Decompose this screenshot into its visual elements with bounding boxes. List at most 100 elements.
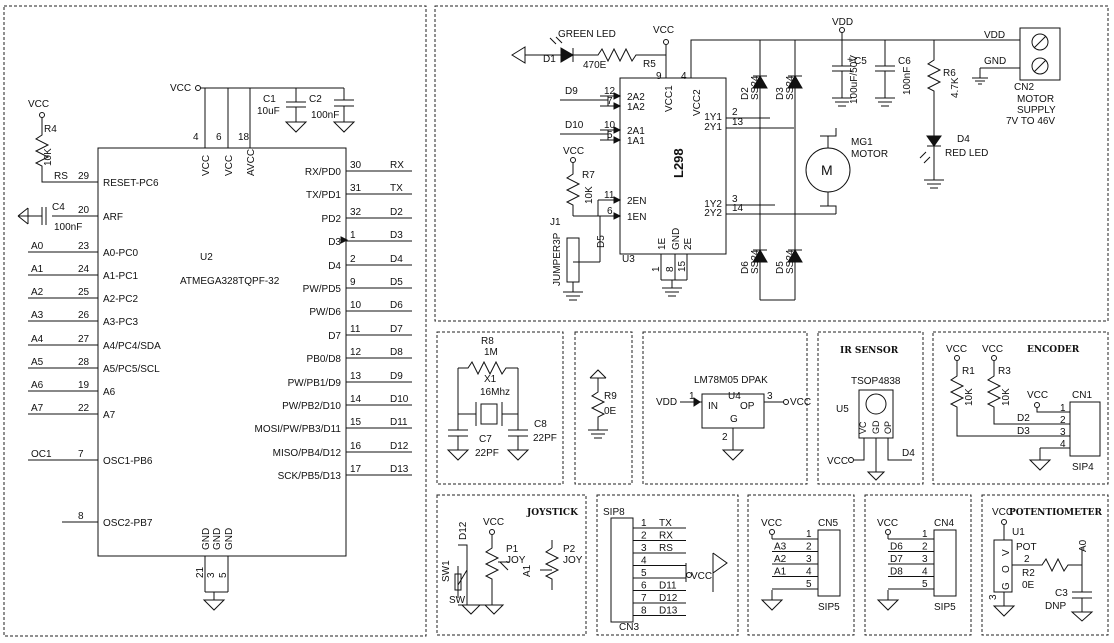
driver-pin-num: 10	[604, 120, 616, 131]
cn3-ref: CN3	[619, 622, 639, 633]
encoder-frame	[932, 331, 1109, 485]
vcc-terminal	[195, 85, 201, 91]
r5-value: 470E	[583, 60, 607, 71]
mcu-right-pin-name: PD2	[322, 214, 342, 225]
sip-pin-net: D8	[890, 567, 903, 578]
r9-frame	[574, 331, 633, 485]
r4-vcc-label: VCC	[28, 99, 49, 110]
mcu-right-net: D7	[390, 324, 403, 335]
jumper-body	[566, 237, 580, 283]
c3-value: DNP	[1045, 601, 1066, 612]
motor-symbol: M	[821, 162, 833, 178]
driver-gnd-num: 15	[677, 260, 688, 272]
c7-value: 22PF	[475, 448, 499, 459]
reg-vdd: VDD	[656, 397, 677, 408]
enc-vcc1: VCC	[946, 344, 967, 355]
d1-ref: D1	[543, 54, 556, 65]
cn3-part: SIP8	[603, 507, 625, 518]
driver-pin-name: 2A2	[627, 92, 645, 103]
cn2-connector	[1019, 27, 1061, 81]
r1-value: 10K	[964, 388, 975, 406]
mcu-right-pin-num: 14	[350, 394, 362, 405]
driver-gnd-num: 1	[651, 266, 662, 272]
r5-ref: R5	[643, 59, 656, 70]
mcu-right-pin-name: SCK/PB5/D13	[278, 471, 342, 482]
regulator-section: LM78M05 DPAK IN OP U4 G VDD 1 3 VCC 2	[656, 375, 811, 461]
pot-net: A0	[1078, 539, 1089, 552]
pot-frame	[981, 494, 1109, 636]
cn4-ref: CN4	[934, 518, 954, 529]
r7-vcc-label: VCC	[563, 146, 584, 157]
reg-pin-out: 3	[767, 391, 773, 402]
mcu-right-pin-name: PW/PB1/D9	[288, 378, 342, 389]
mcu-left-pin-num: 27	[78, 334, 90, 345]
mcu-right-pin-num: 11	[350, 324, 361, 335]
cn3-pin-net: RX	[659, 531, 673, 542]
mcu-body	[97, 147, 347, 557]
mcu-right-net: RX	[390, 160, 404, 171]
mcu-left-pin-num: 20	[78, 205, 90, 216]
mcu-top-pin-num: 18	[238, 132, 250, 143]
diode-part: SS24	[750, 249, 761, 274]
mcu-right-net: D5	[390, 277, 403, 288]
cn3-pin-num: 5	[641, 568, 647, 579]
cn3-pin-net: D12	[659, 593, 678, 604]
c4-value: 100nF	[54, 222, 82, 233]
mcu-right-pins: 30RX/PD0RX31TX/PD1TX32PD2D21D3D32D4D49PW…	[254, 160, 412, 482]
c2-ref: C2	[309, 94, 322, 105]
r2-ref: R2	[1022, 568, 1035, 579]
input-arrow-icon	[613, 92, 622, 100]
driver-vcc-label: VCC	[653, 25, 674, 36]
x1-value: 16Mhz	[480, 387, 510, 398]
reg-op: OP	[740, 401, 755, 412]
l298-body	[619, 77, 727, 255]
mcu-right-pin-name: PW/PD5	[303, 284, 342, 295]
c8-value: 22PF	[533, 433, 557, 444]
r7-value: 10K	[584, 186, 595, 204]
mcu-left-net: A2	[31, 287, 44, 298]
reg-ref: U4	[728, 391, 741, 402]
pot-pin-3: 3	[988, 594, 999, 600]
mcu-right-pin-num: 2	[350, 254, 356, 265]
mcu-vcc-label: VCC	[170, 83, 191, 94]
mcu-top-pin-num: 4	[193, 132, 199, 143]
mcu-right-pin-name: MISO/PB4/D12	[273, 448, 342, 459]
sip-pin-num: 5	[806, 579, 812, 590]
c7-ref: C7	[479, 434, 492, 445]
mcu-left-net: A4	[31, 334, 44, 345]
cn4-frame	[864, 494, 972, 636]
driver-input-wire	[560, 95, 620, 107]
mcu-left-pin-name: RESET-PC6	[103, 178, 159, 189]
mcu-left-net: A5	[31, 357, 44, 368]
ir-ref: U5	[836, 404, 849, 415]
cn5-frame	[747, 494, 855, 636]
driver-pin-num: 7	[607, 96, 613, 107]
reg-vcc: VCC	[790, 397, 811, 408]
ir-title: IR SENSOR	[840, 346, 899, 356]
pot-pin-2: 2	[1024, 554, 1030, 565]
pot-vcc: VCC	[992, 507, 1013, 518]
mcu-right-pin-num: 12	[350, 347, 362, 358]
mcu-bottom-pin-name: GND	[212, 528, 223, 550]
supply-vdd-label: VDD	[984, 30, 1005, 41]
mcu-right-net: D10	[390, 394, 409, 405]
cn1-pin-1: 1	[1060, 403, 1066, 414]
driver-output-name: 2Y2	[704, 208, 722, 219]
sip-pin-num: 2	[922, 542, 928, 553]
reg-g: G	[730, 414, 738, 425]
vcc1-name: VCC1	[664, 85, 675, 112]
pin9-num: 9	[656, 71, 662, 82]
x1-ref: X1	[484, 374, 497, 385]
d4-ref: D4	[957, 134, 970, 145]
mcu-left-net: A1	[31, 264, 44, 275]
diode-ref: D5	[775, 261, 786, 274]
mcu-right-pin-num: 9	[350, 277, 356, 288]
diode-part: SS24	[750, 75, 761, 100]
cn3-pin-num: 7	[641, 593, 647, 604]
diode-ref: D6	[740, 261, 751, 274]
mcu-right-pin-name: D4	[328, 261, 341, 272]
